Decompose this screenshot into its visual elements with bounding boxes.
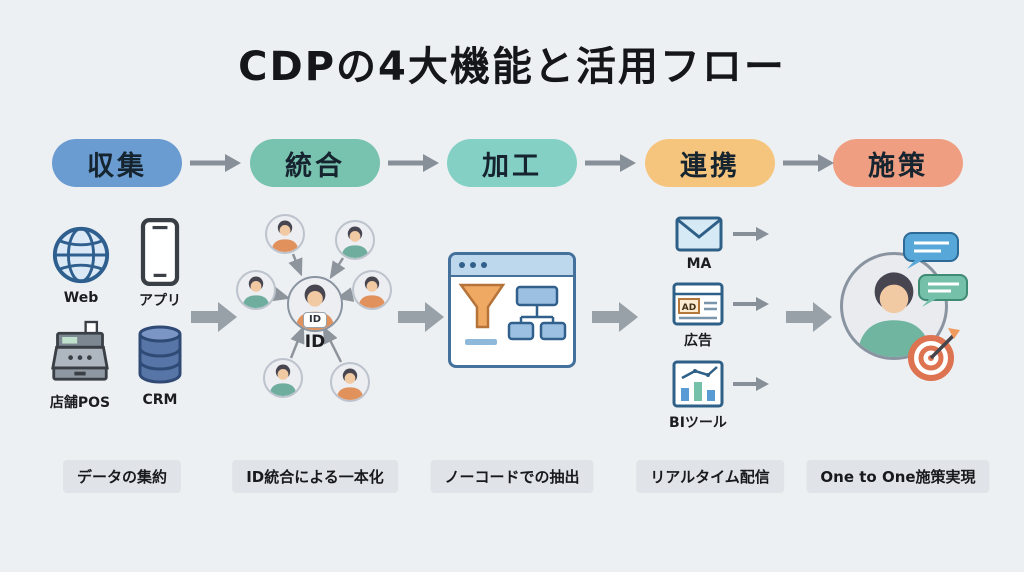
stage-pill-process: 加工 [447, 139, 577, 187]
bi-chart-icon [672, 360, 724, 412]
id-label: ID [304, 332, 326, 352]
linkage-item-label: 広告 [684, 333, 712, 349]
caption-action: One to One施策実現 [806, 460, 990, 493]
collection-item-label: 店舗POS [49, 395, 111, 411]
flow-arrow-icon [188, 151, 242, 179]
database-icon [136, 324, 184, 388]
globe-icon [50, 224, 112, 290]
out-arrow-icon [732, 295, 770, 317]
stage-pill-link: 連携 [645, 139, 775, 187]
id-integration-illustration: ID ID [235, 212, 395, 412]
linkage-item-label: BIツール [669, 415, 727, 431]
customer-avatar-icon [840, 252, 948, 360]
stage-pill-collect: 収集 [52, 139, 182, 187]
pos-register-icon [50, 318, 110, 390]
linkage-item-label: MA [686, 256, 712, 272]
out-arrow-icon [732, 225, 770, 247]
stage-pill-integrate: 統合 [250, 139, 380, 187]
person-avatar-icon [263, 358, 303, 398]
person-avatar-icon [352, 270, 392, 310]
block-arrow-icon [191, 300, 237, 338]
person-avatar-icon [265, 214, 305, 254]
target-dart-icon [906, 324, 964, 386]
svg-text:AD: AD [682, 303, 696, 313]
flow-arrow-icon [781, 151, 835, 179]
nocode-browser-illustration [448, 252, 576, 368]
person-avatar-icon [335, 220, 375, 260]
block-arrow-icon [786, 300, 832, 338]
diagram-title: CDPの4大機能と活用フロー [238, 44, 786, 90]
caption-collect: データの集約 [62, 460, 182, 493]
person-avatar-icon [236, 270, 276, 310]
inward-arrows-icon [271, 253, 355, 363]
stage-pill-action: 施策 [833, 139, 963, 187]
window-dot-icon [470, 262, 476, 268]
chat-bubble-icon [903, 232, 961, 274]
id-badge: ID [302, 312, 328, 328]
window-dot-icon [481, 262, 487, 268]
mail-icon [675, 216, 723, 256]
caption-process: ノーコードでの抽出 [430, 460, 594, 493]
collection-item-label: アプリ [139, 293, 181, 309]
ad-browser-icon: AD [672, 282, 724, 330]
chat-bubble-icon [918, 274, 970, 312]
person-avatar-icon [330, 362, 370, 402]
funnel-flowchart-icon [458, 283, 567, 345]
collection-item-label: Web [63, 290, 99, 306]
collection-item-label: CRM [142, 392, 178, 408]
flow-arrow-icon [583, 151, 637, 179]
smartphone-icon [138, 218, 182, 290]
caption-integrate: ID統合による一本化 [232, 460, 398, 493]
caption-link: リアルタイム配信 [636, 460, 784, 493]
browser-titlebar [451, 255, 573, 277]
window-dot-icon [459, 262, 465, 268]
out-arrow-icon [732, 375, 770, 397]
block-arrow-icon [592, 300, 638, 338]
block-arrow-icon [398, 300, 444, 338]
flow-arrow-icon [386, 151, 440, 179]
